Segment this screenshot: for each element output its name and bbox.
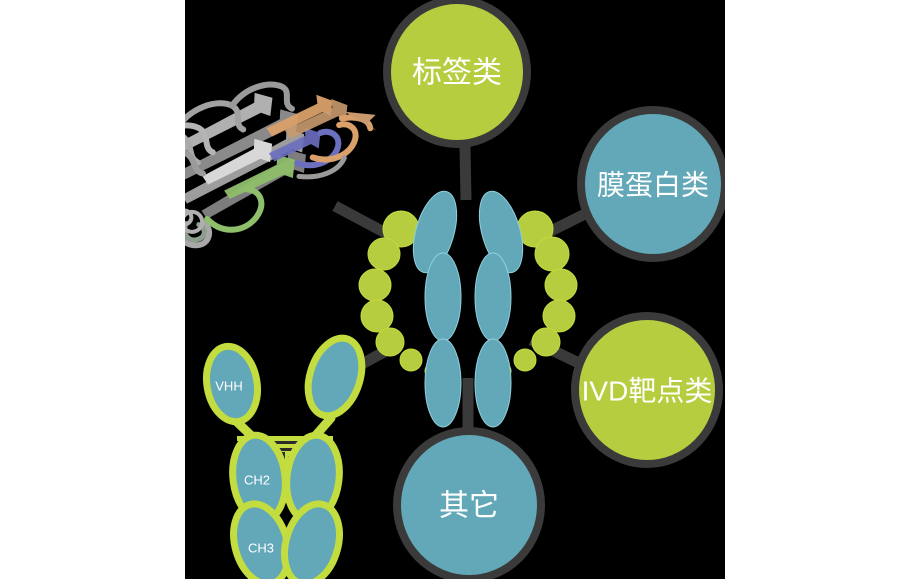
- ring-bead: [360, 299, 394, 333]
- protein-ribbon-structure: [185, 81, 377, 249]
- category-bubble-ivd-target-class[interactable]: [571, 312, 723, 468]
- antibody-target-category-diagram: VHH CH2 CH3 标签类 膜蛋白类 IVD靶点类: [185, 0, 725, 579]
- antibody-hub-domains: [412, 190, 524, 428]
- nanobody-domain-vhh-right: [304, 334, 366, 420]
- ring-bead: [513, 348, 537, 372]
- ring-bead: [544, 268, 578, 302]
- ring-bead: [367, 237, 401, 271]
- hub-domain-ch2-right: [474, 252, 512, 342]
- hub-domain-fab-right: [478, 190, 524, 274]
- category-node-ivd-target-class[interactable]: IVD靶点类: [571, 312, 723, 468]
- ring-bead: [534, 236, 570, 272]
- category-label-membrane-protein-class: 膜蛋白类: [597, 170, 709, 201]
- ring-bead: [399, 348, 423, 372]
- nanobody-domain-ch3-right: [281, 500, 343, 579]
- hub-domain-ch3-right: [474, 338, 512, 428]
- connector-top: [459, 145, 472, 201]
- ring-bead: [375, 327, 405, 357]
- ring-bead: [542, 299, 576, 333]
- nanobody-label-vhh: VHH: [215, 379, 242, 394]
- category-bubble-membrane-protein-class[interactable]: [577, 106, 725, 262]
- nanobody-label-ch3: CH3: [248, 541, 274, 556]
- category-bubble-other-class[interactable]: [393, 427, 545, 579]
- ring-bead: [358, 268, 392, 302]
- diagram-canvas: VHH CH2 CH3 标签类 膜蛋白类 IVD靶点类: [185, 0, 725, 579]
- category-label-other-class: 其它: [439, 490, 499, 523]
- hub-domain-ch3-left: [424, 338, 462, 428]
- category-label-tag-class: 标签类: [412, 57, 502, 90]
- hub-domain-fab-left: [412, 190, 458, 274]
- category-label-ivd-target-class: IVD靶点类: [582, 376, 713, 407]
- ring-bead: [531, 327, 561, 357]
- nanobody-label-ch2: CH2: [244, 473, 270, 488]
- nanobody-domain-vhh-left: [203, 342, 261, 426]
- category-node-tag-class[interactable]: 标签类: [383, 0, 531, 148]
- category-node-other-class[interactable]: 其它: [393, 427, 545, 579]
- category-node-membrane-protein-class[interactable]: 膜蛋白类: [577, 106, 725, 262]
- hub-domain-ch2-left: [424, 252, 462, 342]
- category-bubble-tag-class[interactable]: [383, 0, 531, 148]
- nanobody-diagram: VHH CH2 CH3: [203, 334, 366, 579]
- antibody-hub-bead-ring: [358, 210, 578, 383]
